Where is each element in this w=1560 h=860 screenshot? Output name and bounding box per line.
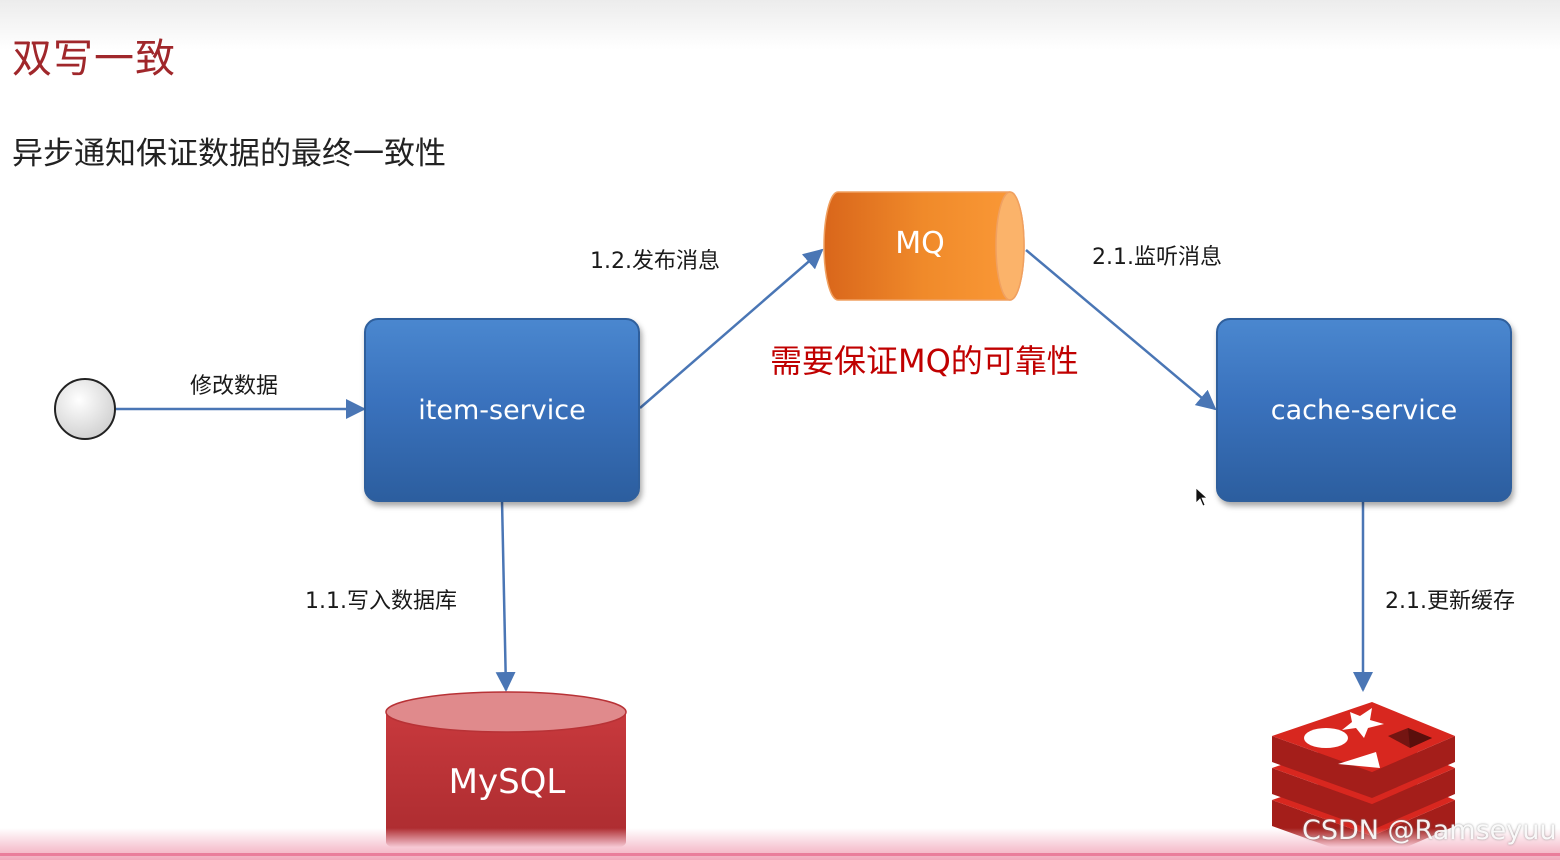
edge-label-update-cache: 2.1.更新缓存 — [1385, 589, 1515, 614]
edge-label-write-db: 1.1.写入数据库 — [305, 589, 457, 614]
top-header-band — [0, 0, 1560, 50]
cache-service-box: cache-service — [1216, 318, 1512, 502]
cache-service-label: cache-service — [1270, 394, 1458, 426]
bottom-divider — [0, 853, 1560, 856]
arrow-write-db — [495, 499, 516, 692]
watermark: CSDN @Ramseyuu — [1302, 815, 1557, 846]
mysql-database-icon — [385, 691, 627, 860]
edge-label-listen: 2.1.监听消息 — [1092, 245, 1222, 270]
mq-queue-icon — [823, 191, 1025, 301]
start-circle-icon — [54, 378, 116, 440]
item-service-box: item-service — [364, 318, 640, 502]
mysql-label: MySQL — [448, 762, 566, 802]
edge-label-publish: 1.2.发布消息 — [590, 249, 720, 274]
mq-label: MQ — [895, 226, 945, 261]
item-service-label: item-service — [418, 394, 586, 426]
reliability-note: 需要保证MQ的可靠性 — [770, 342, 1079, 380]
edge-label-modify: 修改数据 — [190, 374, 279, 399]
slide-subtitle: 异步通知保证数据的最终一致性 — [12, 136, 446, 172]
arrow-publish — [639, 248, 824, 409]
arrow-listen — [1025, 249, 1217, 411]
cursor-icon — [1195, 487, 1209, 507]
slide-title: 双写一致 — [12, 36, 176, 82]
